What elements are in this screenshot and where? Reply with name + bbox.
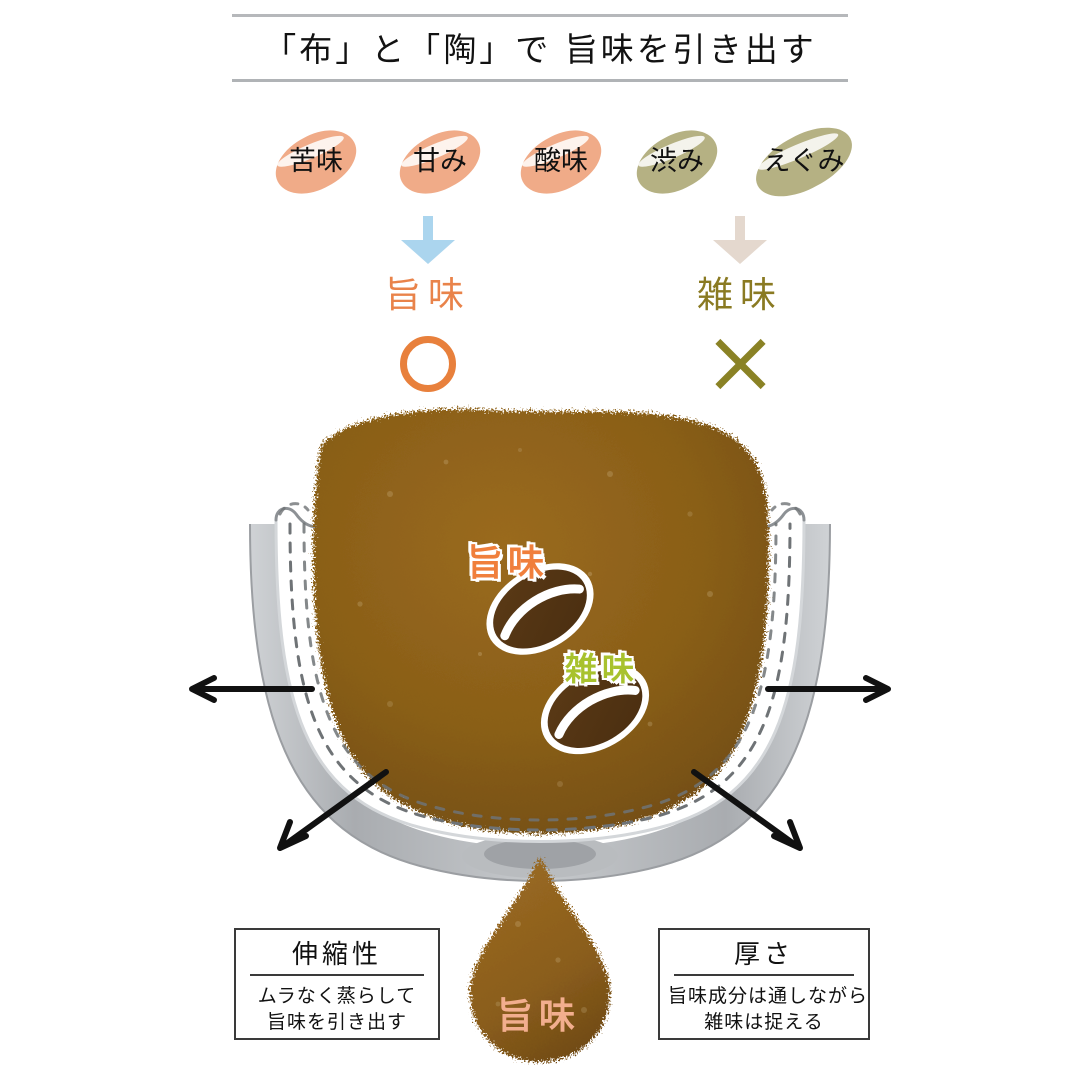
coffee-drop	[470, 856, 610, 1062]
arrow-down-bad-icon	[708, 216, 772, 264]
taste-label: 苦味	[289, 146, 343, 177]
arrow-head	[401, 240, 455, 264]
taste-label: 酸味	[534, 146, 588, 177]
taste-label: 甘み	[413, 146, 467, 177]
title-rule-top	[232, 14, 848, 17]
verdict-label-zatsumi: 雑味	[696, 275, 783, 316]
grounds-label-umami: 旨味	[467, 543, 550, 584]
taste-badge-shibumi: 渋み	[626, 118, 728, 206]
expand-arrow-lower-right	[691, 769, 803, 851]
caption-line: 雑味は捉える	[704, 1011, 824, 1033]
verdict-label-umami: 旨味	[384, 275, 471, 316]
dripper-svg	[189, 409, 891, 1062]
caption-line: ムラなく蒸らして	[257, 985, 417, 1007]
dripper-illustration: 旨味 雑味 旨味	[0, 404, 1080, 1080]
drop-label-umami: 旨味	[497, 996, 582, 1037]
grounds-label-zatsumi: 雑味	[565, 650, 640, 688]
caption-box-thickness: 厚さ 旨味成分は通しながら 雑味は捉える	[658, 928, 870, 1040]
caption-underline	[250, 974, 424, 976]
expand-arrow-left	[189, 675, 315, 703]
verdict-mark-circle-icon	[400, 336, 456, 392]
caption-heading: 伸縮性	[291, 940, 382, 970]
caption-heading: 厚さ	[733, 940, 794, 970]
caption-line: 旨味成分は通しながら	[668, 985, 869, 1007]
title-block: 「布」と「陶」で 旨味を引き出す	[232, 14, 848, 82]
grounds-texture	[357, 448, 713, 787]
taste-badge-sanmi: 酸味	[510, 118, 612, 206]
taste-badge-row: 苦味 甘み 酸味 渋み えぐみ	[0, 114, 1080, 210]
expand-arrow-lower-left	[277, 769, 389, 851]
verdict-mark-cross-icon	[712, 336, 768, 392]
coffee-bean-upper	[486, 563, 594, 655]
taste-badge-egumi: えぐみ	[742, 114, 866, 210]
page-title: 「布」と「陶」で 旨味を引き出す	[263, 30, 817, 69]
arrow-head	[713, 240, 767, 264]
expand-arrow-right	[765, 675, 891, 703]
caption-box-stretch: 伸縮性 ムラなく蒸らして 旨味を引き出す	[234, 928, 440, 1040]
caption-line: 旨味を引き出す	[266, 1011, 407, 1033]
drop-texture	[495, 921, 587, 1013]
taste-label: 渋み	[650, 146, 704, 177]
expansion-arrows	[189, 675, 891, 851]
arrow-stem	[423, 216, 433, 242]
cloth-stitching	[278, 502, 802, 832]
title-rule-bottom	[232, 79, 848, 82]
arrow-down-good-icon	[396, 216, 460, 264]
coffee-bean-lower	[540, 663, 650, 755]
taste-badge-nigami: 苦味	[265, 118, 367, 206]
arrow-stem	[735, 216, 745, 242]
taste-badge-amami: 甘み	[389, 118, 491, 206]
taste-label: えぐみ	[763, 146, 845, 177]
caption-underline	[674, 974, 854, 976]
